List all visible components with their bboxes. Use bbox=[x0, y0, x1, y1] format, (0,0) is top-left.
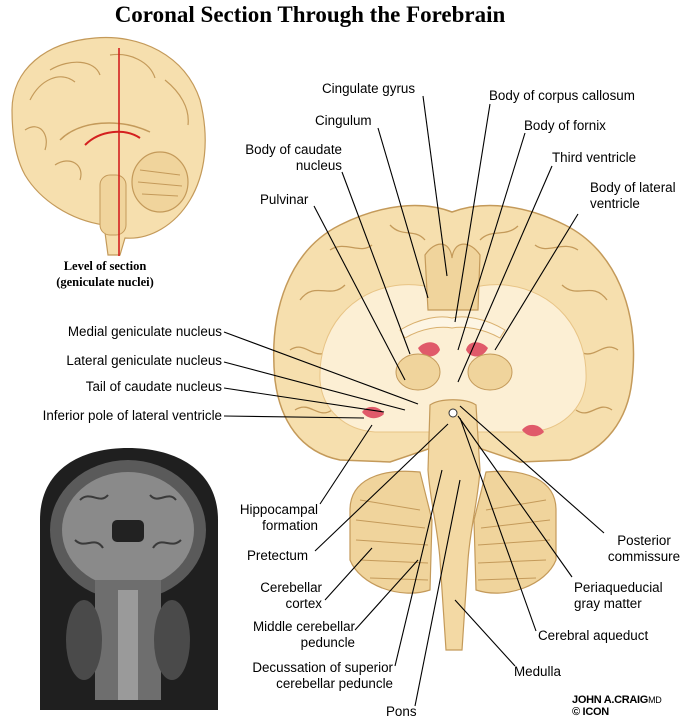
label-posterior-commissure: Posterior commissure bbox=[594, 533, 694, 565]
label-body-lat-vent-line2: ventricle bbox=[590, 196, 640, 211]
label-medulla: Medulla bbox=[514, 664, 561, 679]
label-hippocampal-formation: Hippocampal formation bbox=[210, 502, 318, 534]
sagittal-brain-illustration bbox=[11, 36, 206, 256]
label-decussation: Decussation of superior cerebellar pedun… bbox=[210, 660, 393, 692]
artist-name: JOHN A.CRAIG bbox=[572, 694, 649, 706]
label-body-corpus-callosum: Body of corpus callosum bbox=[489, 88, 635, 103]
label-cerebellar-cortex: Cerebellar cortex bbox=[210, 580, 322, 612]
label-body-fornix: Body of fornix bbox=[524, 118, 606, 133]
artist-credit: JOHN A.CRAIGMD © ICON bbox=[572, 694, 662, 718]
label-pretectum: Pretectum bbox=[247, 548, 309, 563]
label-cerebellar-line2: cortex bbox=[285, 596, 322, 611]
level-caption-line1: Level of section bbox=[63, 259, 147, 273]
label-middle-cerebellar-line1: Middle cerebellar bbox=[253, 619, 355, 634]
label-cingulate-gyrus: Cingulate gyrus bbox=[322, 81, 416, 96]
label-body-lateral-ventricle: Body of lateral ventricle bbox=[590, 180, 676, 212]
label-middle-cerebellar-peduncle: Middle cerebellar peduncle bbox=[210, 619, 355, 651]
label-lateral-geniculate: Lateral geniculate nucleus bbox=[66, 353, 222, 368]
label-medial-geniculate: Medial geniculate nucleus bbox=[67, 324, 222, 339]
label-periaqueducial-line2: gray matter bbox=[574, 596, 642, 611]
icon-mark: © ICON bbox=[572, 706, 609, 718]
leader-lines bbox=[223, 95, 605, 707]
label-body-caudate-line1: Body of caudate bbox=[245, 142, 342, 157]
label-posterior-commissure-line2: commissure bbox=[607, 549, 681, 564]
label-decussation-line1: Decussation of superior bbox=[252, 660, 393, 675]
label-posterior-commissure-line1: Posterior bbox=[617, 533, 671, 548]
label-cerebellar-line1: Cerebellar bbox=[260, 580, 322, 595]
label-decussation-line2: cerebellar peduncle bbox=[276, 676, 393, 691]
label-periaqueducial-line1: Periaqueducial bbox=[574, 580, 663, 595]
level-of-section-caption: Level of section (geniculate nuclei) bbox=[20, 258, 190, 290]
label-cerebral-aqueduct: Cerebral aqueduct bbox=[538, 628, 649, 643]
mri-coronal-image bbox=[32, 447, 222, 710]
label-middle-cerebellar-line2: peduncle bbox=[300, 635, 355, 650]
label-body-caudate-nucleus: Body of caudate nucleus bbox=[220, 142, 342, 174]
label-hippocampal-line1: Hippocampal bbox=[239, 502, 318, 517]
label-tail-caudate: Tail of caudate nucleus bbox=[85, 379, 222, 394]
label-inferior-pole: Inferior pole of lateral ventricle bbox=[42, 408, 222, 423]
artist-suffix: MD bbox=[648, 695, 662, 705]
label-pulvinar: Pulvinar bbox=[260, 192, 309, 207]
label-third-ventricle: Third ventricle bbox=[552, 150, 637, 165]
label-body-caudate-line2: nucleus bbox=[295, 158, 342, 173]
label-hippocampal-line2: formation bbox=[262, 518, 318, 533]
level-caption-line2: (geniculate nuclei) bbox=[56, 275, 154, 289]
label-periaqueducial-gray: Periaqueducial gray matter bbox=[574, 580, 663, 612]
label-body-lat-vent-line1: Body of lateral bbox=[590, 180, 676, 195]
page-title: Coronal Section Through the Forebrain bbox=[114, 2, 506, 27]
label-cingulum: Cingulum bbox=[315, 113, 372, 128]
label-pons: Pons bbox=[386, 704, 417, 719]
